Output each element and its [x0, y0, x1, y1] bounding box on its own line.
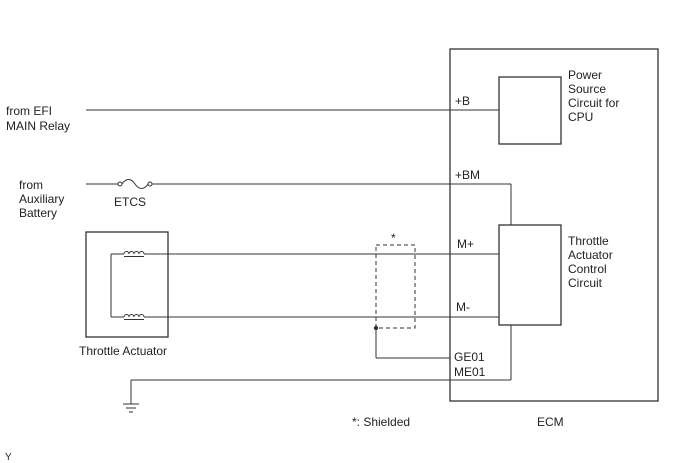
- throttle-actuator-box: [85, 231, 169, 338]
- pin-plus-bm: +BM: [455, 168, 480, 182]
- throttle-control-line-4: Circuit: [568, 276, 603, 290]
- power-source-line-2: Source: [568, 82, 606, 96]
- label-fuse: ETCS: [114, 195, 146, 209]
- ground-icon: [123, 403, 139, 413]
- coil-upper: [111, 251, 168, 257]
- label-shield-star: *: [391, 231, 396, 245]
- throttle-control-line-1: Throttle: [568, 234, 609, 248]
- throttle-control-block: [498, 224, 562, 326]
- pin-ge01: GE01: [454, 350, 485, 364]
- shield-box: [375, 244, 416, 329]
- power-source-block: [498, 76, 562, 145]
- throttle-control-line-2: Actuator: [568, 248, 613, 262]
- pin-m-plus: M+: [457, 237, 474, 251]
- label-from-aux-3: Battery: [19, 206, 57, 220]
- pin-me01: ME01: [454, 365, 486, 379]
- label-ecm: ECM: [537, 415, 564, 429]
- label-throttle-actuator: Throttle Actuator: [79, 344, 167, 358]
- fuse-symbol: [117, 179, 153, 189]
- power-source-line-1: Power: [568, 68, 602, 82]
- label-from-aux-2: Auxiliary: [19, 192, 64, 206]
- label-shield-note: *: Shielded: [352, 415, 410, 429]
- label-corner-mark: Y: [5, 452, 12, 463]
- label-from-efi-2: MAIN Relay: [6, 119, 70, 133]
- coil-lower: [111, 314, 168, 320]
- pin-plus-b: +B: [455, 94, 470, 108]
- power-source-line-3: Circuit for: [568, 96, 619, 110]
- pin-m-minus: M-: [456, 300, 470, 314]
- throttle-control-line-3: Control: [568, 262, 607, 276]
- label-from-efi-1: from EFI: [6, 104, 52, 118]
- power-source-line-4: CPU: [568, 110, 593, 124]
- label-from-aux-1: from: [19, 178, 43, 192]
